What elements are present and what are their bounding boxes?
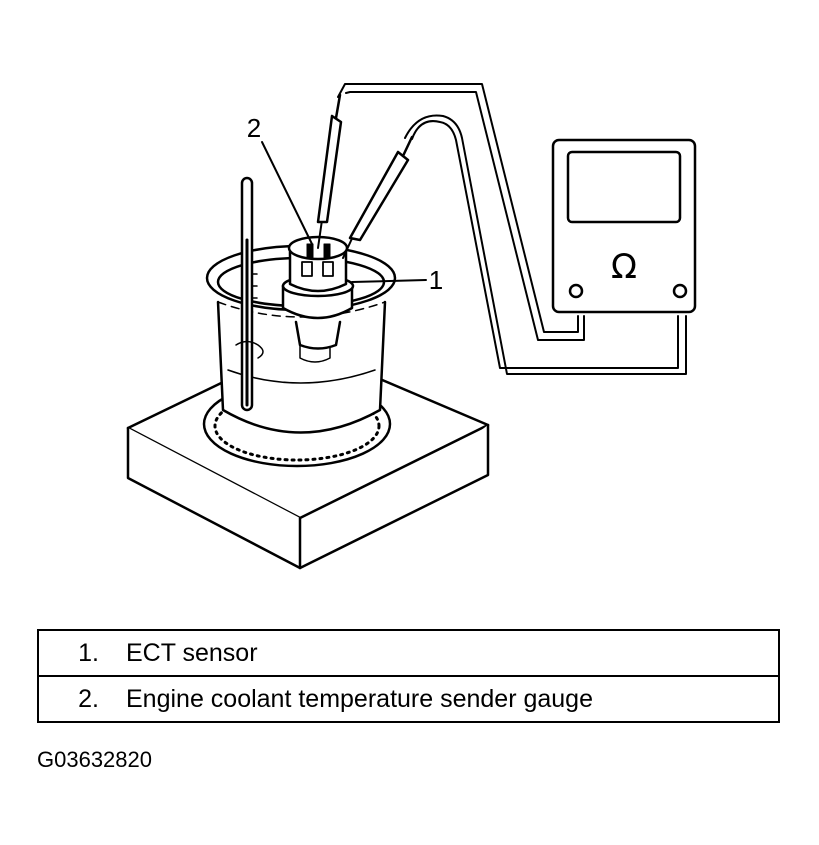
ohmmeter	[551, 138, 697, 314]
callout-2-number: 2	[247, 113, 261, 143]
meter-terminal-right	[672, 283, 688, 299]
test-probes	[316, 93, 414, 259]
legend-table: 1. ECT sensor 2. Engine coolant temperatur…	[37, 629, 780, 723]
figure-id: G03632820	[37, 747, 152, 772]
legend-number: 1.	[78, 638, 99, 667]
legend-number: 2.	[78, 684, 99, 713]
test-leads	[337, 83, 687, 375]
callout-1-number: 1	[429, 265, 443, 295]
legend-text: ECT sensor	[126, 638, 258, 667]
legend-row: 1. ECT sensor	[37, 629, 780, 677]
legend-cell: 2. Engine coolant temperature sender gaug…	[37, 675, 780, 723]
callout-1-leader	[351, 279, 427, 283]
legend-row: 2. Engine coolant temperature sender gaug…	[37, 675, 780, 723]
ect-sensor-test-illustration: Ω 2 1	[126, 83, 697, 570]
callout-2-leader	[261, 141, 313, 245]
legend-cell: 1. ECT sensor	[37, 629, 780, 677]
legend-text: Engine coolant temperature sender gauge	[126, 684, 593, 713]
ohm-symbol: Ω	[611, 247, 637, 287]
meter-terminal-left	[568, 283, 584, 299]
thermometer	[235, 176, 264, 412]
